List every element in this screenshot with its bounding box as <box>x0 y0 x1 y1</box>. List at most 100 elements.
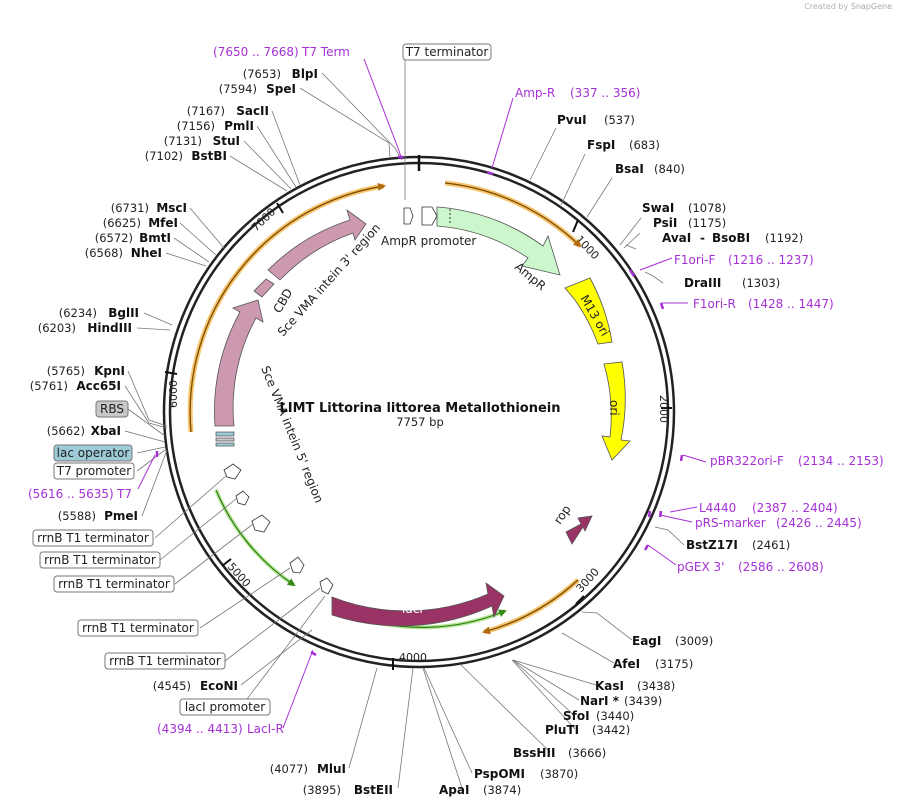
rrnb-arrow-3[interactable] <box>235 490 250 506</box>
rrnb-box-4-label: rrnB T1 terminator <box>82 621 194 635</box>
primer-name: Amp-R <box>515 86 555 100</box>
rbs-box-label: RBS <box>100 402 124 416</box>
primer-range: (2134 .. 2153) <box>798 454 884 468</box>
enzyme-pos: (3175) <box>655 657 693 671</box>
enzyme-pos: (6234) <box>59 306 97 320</box>
rrnb-arrow-4[interactable] <box>223 463 242 480</box>
laci-promoter-box-label: lacI promoter <box>185 700 265 714</box>
enzyme-name: SwaI <box>642 201 674 215</box>
tick-label-4000: 4000 <box>399 651 427 664</box>
enzyme-pair-name: BsoBI <box>712 231 750 245</box>
enzyme-pos: (6731) <box>111 201 149 215</box>
enzyme-name: Acc65I <box>76 379 121 393</box>
enzyme-pos: (2461) <box>752 538 790 552</box>
primer-name: pRS-marker <box>695 516 766 530</box>
t7-promoter-box[interactable] <box>53 462 135 480</box>
t7-promoter-mark[interactable] <box>215 442 235 447</box>
enzyme-pos: (6572) <box>95 231 133 245</box>
laci-feature[interactable] <box>331 582 505 627</box>
enzyme-name: MscI <box>156 201 187 215</box>
rrnb-box-5[interactable] <box>104 652 226 670</box>
lac-operator-mark[interactable] <box>215 431 235 437</box>
primer-name: T7 <box>116 487 132 501</box>
enzyme-name: PsiI <box>653 216 677 230</box>
rrnb-arrow-1[interactable] <box>289 556 305 574</box>
rrnb-box-5-label: rrnB T1 terminator <box>109 654 221 668</box>
enzyme-pos: (7102) <box>145 149 183 163</box>
t7-promoter-box-label: T7 promoter <box>56 464 132 478</box>
rrnb-box-2[interactable] <box>39 551 161 569</box>
enzyme-name: SfoI <box>563 709 590 723</box>
ampr-feature[interactable] <box>436 206 561 276</box>
orf-arc-green-left <box>215 489 296 587</box>
plasmid-name: LIMT Littorina littorea Metallothionein <box>280 401 561 416</box>
tick-7000 <box>276 202 284 214</box>
enzyme-name: DraIII <box>684 276 721 290</box>
enzyme-name: PmlI <box>224 119 254 133</box>
laci-promoter-box[interactable] <box>179 698 271 716</box>
enzyme-name: EcoNI <box>200 679 238 693</box>
enzyme-pos: (7594) <box>219 82 257 96</box>
enzyme-pos: (3895) <box>303 783 341 797</box>
t7-terminator-box[interactable] <box>402 43 492 61</box>
cbd-feature[interactable] <box>253 278 275 298</box>
tick-1000 <box>572 219 579 233</box>
ori-feature[interactable] <box>601 361 631 461</box>
rrnb-box-2-label: rrnB T1 terminator <box>44 553 156 567</box>
primer-range: (2387 .. 2404) <box>752 501 838 515</box>
enzyme-pos: (5765) <box>47 364 85 378</box>
enzyme-pos: (4545) <box>153 679 191 693</box>
rrnb-box-1[interactable] <box>32 529 154 547</box>
rrnb-box-3-label: rrnB T1 terminator <box>58 577 170 591</box>
rbs-box[interactable] <box>95 400 129 418</box>
enzyme-pos: (1192) <box>765 231 803 245</box>
t7-terminator-arrow[interactable] <box>403 207 414 225</box>
enzyme-name: PluTI <box>545 723 579 737</box>
primer-labels: (7650 .. 7668) T7 Term Amp-R (337 .. 356… <box>28 45 884 736</box>
rrnb-box-4[interactable] <box>77 619 199 637</box>
enzyme-name: PmeI <box>104 509 138 523</box>
rrnb-box-3[interactable] <box>53 575 175 593</box>
rrnb-arrow-2[interactable] <box>251 514 271 533</box>
rbs-mark[interactable] <box>215 437 235 442</box>
snapgene-credit: Created by SnapGene <box>804 2 892 11</box>
enzyme-pos: (5662) <box>47 424 85 438</box>
enzyme-name: HindIII <box>87 321 132 335</box>
enzyme-name: AfeI <box>613 657 640 671</box>
m13-ori-feature[interactable] <box>564 277 613 345</box>
position-ticks: 1000 2000 3000 4000 5000 6000 7000 <box>164 202 672 670</box>
rop-feature[interactable] <box>565 515 593 545</box>
enzyme-name: BssHII <box>513 746 555 760</box>
ampr-promoter-arrow[interactable] <box>421 206 438 226</box>
enzyme-name: BmtI <box>139 231 171 245</box>
lac-operator-box[interactable] <box>53 444 133 462</box>
primer-range: (2586 .. 2608) <box>738 560 824 574</box>
enzyme-pos: (5761) <box>30 379 68 393</box>
rop-label: rop <box>551 503 574 527</box>
enzyme-name: BglII <box>108 306 139 320</box>
enzyme-name: BstZ17I <box>686 538 738 552</box>
primer-name: LacI-R <box>247 722 284 736</box>
boxed-labels: T7 terminator RBS lac operator T7 promot… <box>32 43 492 716</box>
enzyme-name: FspI <box>587 138 615 152</box>
tick-label-2000: 2000 <box>657 395 670 423</box>
tick-3000 <box>575 595 585 605</box>
rrnb-box-1-label: rrnB T1 terminator <box>37 531 149 545</box>
enzyme-pos: (6568) <box>85 246 123 260</box>
enzyme-name: StuI <box>213 134 240 148</box>
enzyme-pos: (6203) <box>38 321 76 335</box>
laci-promoter-arrow[interactable] <box>319 577 334 595</box>
enzyme-name: NheI <box>131 246 162 260</box>
enzyme-labels-left: (7653) BlpI (7594) SpeI (7167) SacII (71… <box>30 67 393 797</box>
sce-intein-5-feature[interactable] <box>214 299 264 427</box>
orf-arc-ampr <box>444 182 582 248</box>
enzyme-pos: (3666) <box>568 746 606 760</box>
enzyme-labels-right: ApaI (3874) PspOMI (3870) BssHII (3666) … <box>439 113 803 797</box>
enzyme-pos: (1078) <box>688 201 726 215</box>
orf-arc-intein <box>189 182 386 433</box>
enzyme-name: XbaI <box>91 424 121 438</box>
enzyme-pos: (5588) <box>58 509 96 523</box>
primer-name: pBR322ori-F <box>710 454 784 468</box>
sce-intein-3-feature[interactable] <box>267 208 367 281</box>
